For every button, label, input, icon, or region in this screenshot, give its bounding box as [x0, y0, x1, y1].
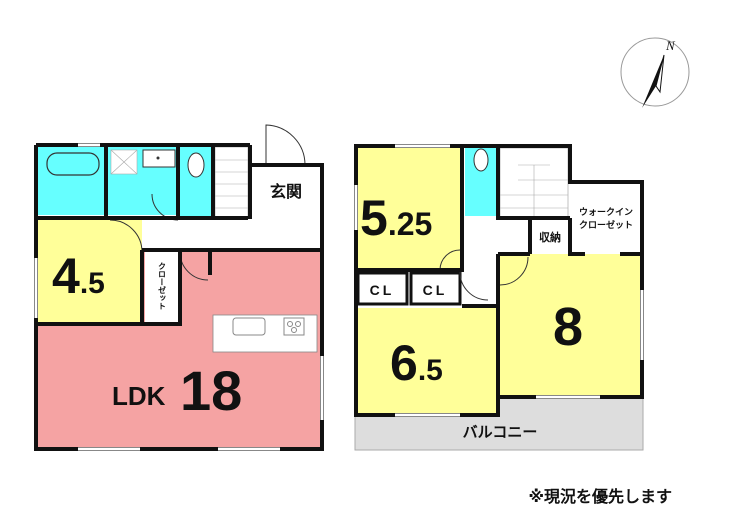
room-5-25-label: 5.25 — [360, 190, 432, 246]
bathtub-icon — [46, 152, 100, 176]
door-arc — [459, 271, 489, 301]
toilet-icon — [187, 152, 205, 178]
door-arc — [439, 249, 461, 271]
windows-2f — [354, 144, 644, 417]
north-label: N — [665, 38, 676, 53]
wic-label-2: クローゼット — [579, 219, 633, 231]
storage-label: 収納 — [539, 230, 561, 244]
entrance-area — [250, 165, 320, 217]
compass-circle — [620, 37, 690, 107]
closet-area — [145, 252, 178, 322]
cl-right-box — [409, 271, 462, 306]
room-6-5-label: 6.5 — [390, 335, 443, 391]
north-arrow-icon — [642, 55, 664, 108]
door-arc — [499, 256, 529, 286]
wic-area — [572, 182, 640, 252]
room-4-5-area — [38, 220, 142, 322]
stairs-1f — [214, 146, 249, 218]
stove-icon — [283, 317, 305, 336]
entrance-label: 玄関 — [270, 182, 302, 201]
walls-1f — [34, 143, 324, 451]
room-8-label: 8 — [553, 297, 583, 357]
room-5-25-area — [358, 148, 460, 268]
kitchen-sink-icon — [232, 317, 266, 336]
toilet-icon — [473, 148, 489, 172]
windows-1f — [34, 143, 324, 451]
stair-steps-2f — [500, 164, 568, 218]
room-6-5-area — [358, 308, 496, 413]
walls-2f — [354, 144, 644, 417]
floor-2: バルコニー ウォークイン クローゼット 収納 CL CL 5.25 6.5 8 — [354, 144, 644, 451]
ldk-size: 18 — [180, 359, 242, 422]
room-8-area — [500, 254, 640, 395]
stair-steps-1f — [215, 159, 248, 209]
balcony-label: バルコニー — [463, 423, 538, 441]
wic-label-1: ウォークイン — [579, 207, 633, 218]
note-text: ※現況を優先します — [528, 487, 672, 506]
cl-right-label: CL — [423, 282, 448, 298]
front-door-icon — [265, 124, 306, 166]
door-arc — [109, 219, 143, 253]
floor-1: 玄関 4.5 クローゼット LDK 18 — [34, 124, 324, 451]
room-4-5-label: 4.5 — [52, 248, 105, 304]
hall-1f — [142, 218, 320, 250]
compass: N — [620, 37, 690, 108]
ldk-label: LDK — [112, 381, 166, 411]
closet-label: クローゼット — [158, 262, 167, 310]
cl-left-label: CL — [370, 282, 395, 298]
